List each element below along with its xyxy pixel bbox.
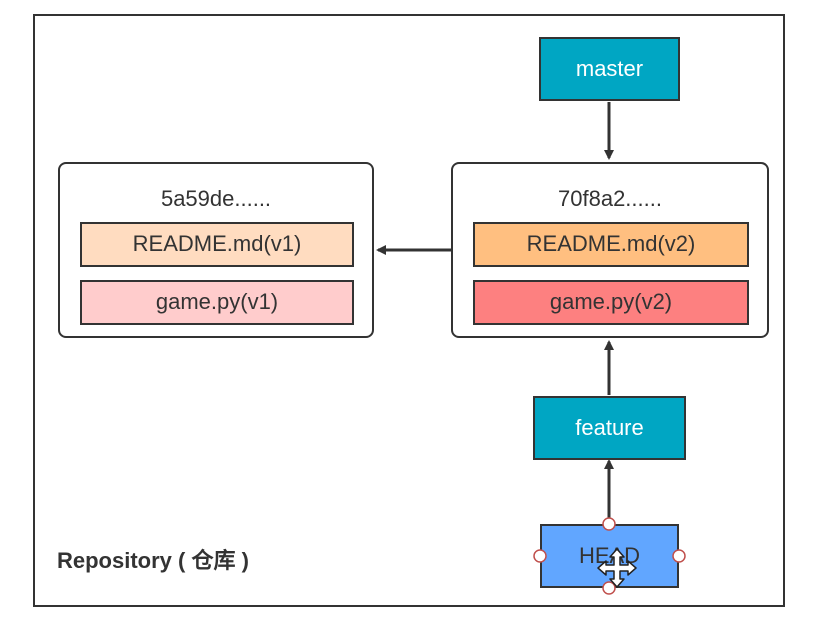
branch-feature[interactable]: feature [533,396,686,460]
resize-handle-left[interactable] [533,549,547,563]
commit-node-new: 70f8a2...... README.md(v2) game.py(v2) [451,162,769,338]
commit-node-old: 5a59de...... README.md(v1) game.py(v1) [58,162,374,338]
resize-handle-top[interactable] [602,517,616,531]
repository-label: Repository ( 仓库 ) [57,548,249,573]
branch-master[interactable]: master [539,37,680,101]
resize-handle-bottom[interactable] [602,581,616,595]
file-readme-v1: README.md(v1) [80,222,354,267]
commit-id: 70f8a2...... [558,186,662,211]
file-game-v2: game.py(v2) [473,280,749,325]
resize-handle-right[interactable] [672,549,686,563]
file-readme-v2: README.md(v2) [473,222,749,267]
file-game-v1: game.py(v1) [80,280,354,325]
move-cursor-icon [597,548,637,588]
commit-id: 5a59de...... [160,186,272,211]
